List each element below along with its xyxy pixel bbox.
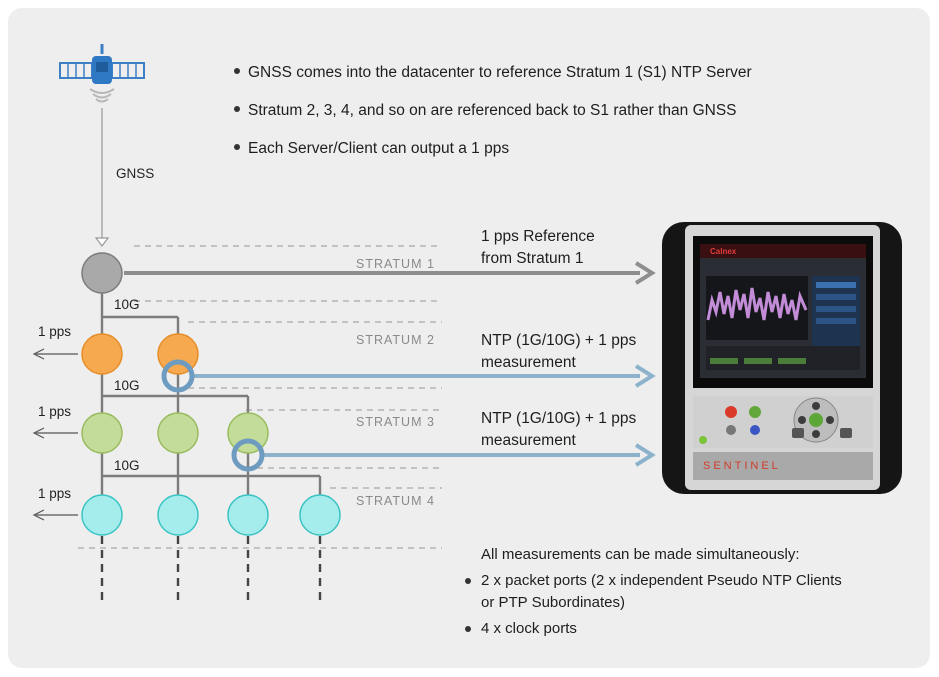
- pps-label: 1 pps: [38, 324, 72, 339]
- ntp-arrow-stratum3: [262, 443, 656, 467]
- stratum4-node: [227, 494, 269, 536]
- tree-links: [100, 292, 322, 510]
- measurement-ring: [231, 438, 265, 472]
- continuation-lines: [100, 536, 322, 606]
- link-speed-label: 10G: [114, 297, 140, 312]
- stratum-label: STRATUM 3: [356, 415, 435, 429]
- gnss-label: GNSS: [116, 166, 155, 181]
- stratum-label: STRATUM 4: [356, 494, 435, 508]
- bullet-dot: [465, 626, 471, 632]
- pps-output-arrows: [32, 348, 78, 521]
- sentinel-device: [662, 222, 902, 494]
- reference-arrow: [124, 261, 656, 285]
- stratum-label: STRATUM 1: [356, 257, 435, 271]
- pps-label: 1 pps: [38, 486, 72, 501]
- pps-label: 1 pps: [38, 404, 72, 419]
- measurements-heading: All measurements can be made simultaneou…: [481, 546, 800, 563]
- stratum2-node: [81, 333, 123, 375]
- reference-arrow-label: 1 pps Reference from Stratum 1: [481, 228, 595, 267]
- stratum3-node: [157, 412, 199, 454]
- satellite-icon: [59, 44, 145, 103]
- screen-brand: Calnex: [710, 247, 737, 256]
- gnss-arrowhead: [94, 237, 110, 247]
- stratum3-node: [81, 412, 123, 454]
- bullet-item: Stratum 2, 3, 4, and so on are reference…: [234, 102, 737, 120]
- ntp-arrow-label: NTP (1G/10G) + 1 pps measurement: [481, 410, 637, 449]
- ntp-arrow-stratum2: [192, 364, 656, 388]
- measurements-item: 2 x packet ports (2 x independent Pseudo…: [465, 570, 845, 614]
- stratum4-node: [81, 494, 123, 536]
- bullet-item: GNSS comes into the datacenter to refere…: [234, 64, 752, 82]
- ntp-arrow-label: NTP (1G/10G) + 1 pps measurement: [481, 332, 637, 371]
- bullet-dot: [465, 578, 471, 584]
- stratum-separators: [78, 245, 442, 549]
- stratum1-node: [81, 252, 123, 294]
- bullet-item: Each Server/Client can output a 1 pps: [234, 140, 509, 158]
- measurements-item: 4 x clock ports: [465, 618, 845, 640]
- link-speed-label: 10G: [114, 378, 140, 393]
- measurement-ring: [161, 359, 195, 393]
- link-speed-label: 10G: [114, 458, 140, 473]
- stratum-label: STRATUM 2: [356, 333, 435, 347]
- stratum4-node: [299, 494, 341, 536]
- stratum4-node: [157, 494, 199, 536]
- device-brand: SENTINEL: [703, 460, 781, 472]
